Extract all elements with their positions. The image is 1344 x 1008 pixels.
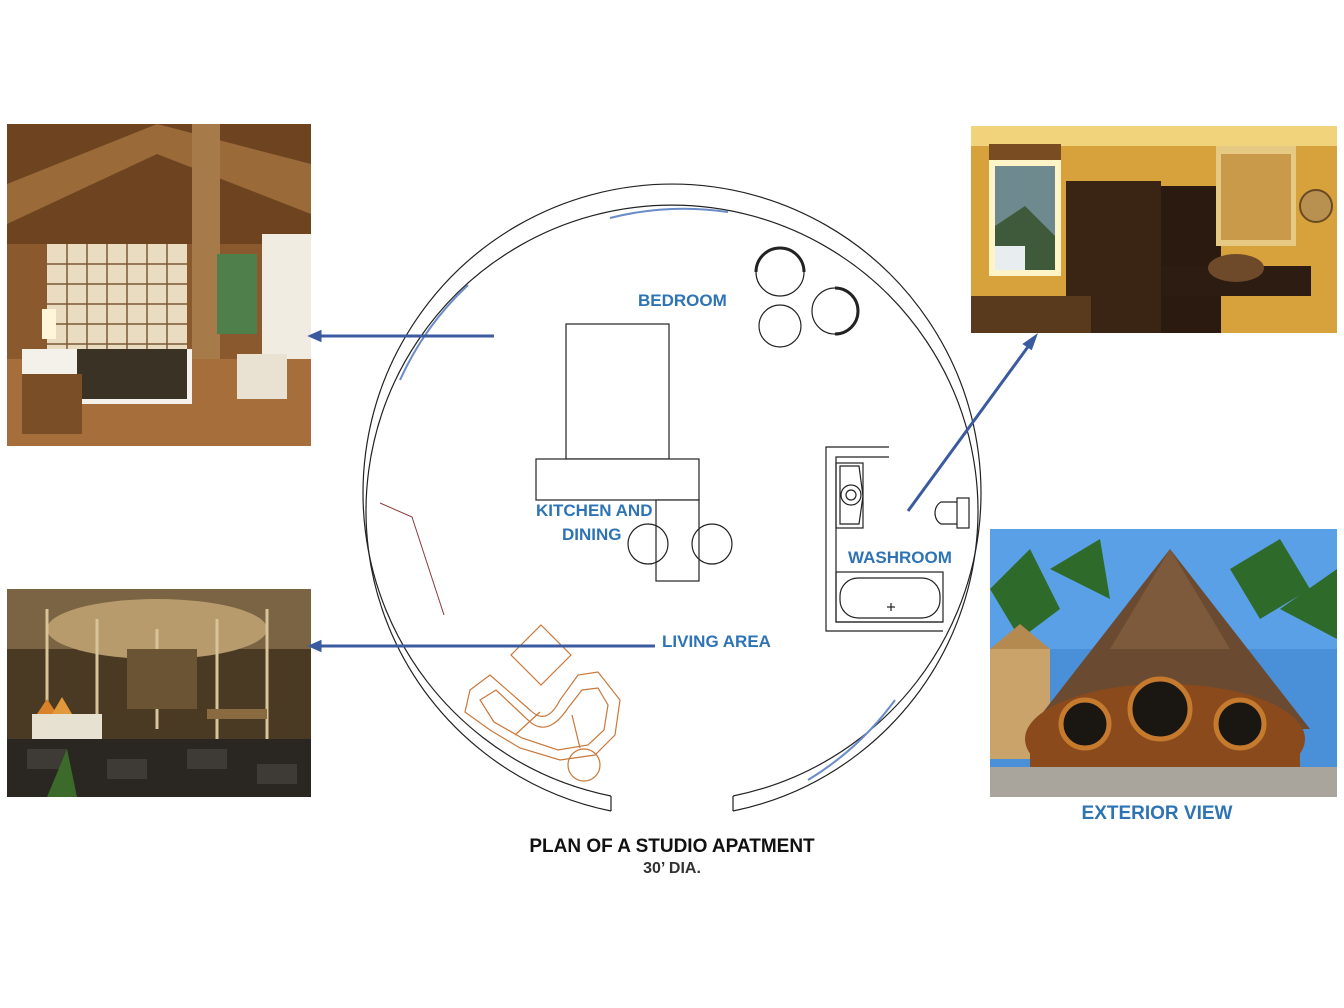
windows — [399, 207, 896, 781]
partition — [379, 502, 445, 616]
leader-lines — [307, 329, 1039, 653]
living-area-label: LIVING AREA — [662, 632, 771, 651]
dining-chairs — [627, 523, 733, 565]
kitchen-label-line2: DINING — [562, 525, 622, 544]
bedroom-label: BEDROOM — [638, 291, 727, 310]
washroom-leader — [906, 343, 1032, 512]
living-area-photo — [7, 589, 311, 797]
washroom-block — [825, 446, 970, 632]
exterior-photo — [990, 529, 1337, 797]
plan-title: PLAN OF A STUDIO APATMENT — [529, 836, 815, 857]
bed-and-counter — [535, 323, 700, 582]
plan-subtitle: 30’ DIA. — [643, 860, 701, 877]
bedroom-photo — [7, 124, 311, 446]
washroom-label: WASHROOM — [848, 548, 952, 567]
exterior-view-label: EXTERIOR VIEW — [1081, 803, 1233, 824]
washroom-photo — [971, 126, 1337, 333]
kitchen-label-line1: KITCHEN AND — [536, 501, 653, 520]
living-furniture — [464, 624, 621, 782]
outer-wall — [362, 183, 982, 812]
bedroom-chairs — [754, 246, 860, 348]
